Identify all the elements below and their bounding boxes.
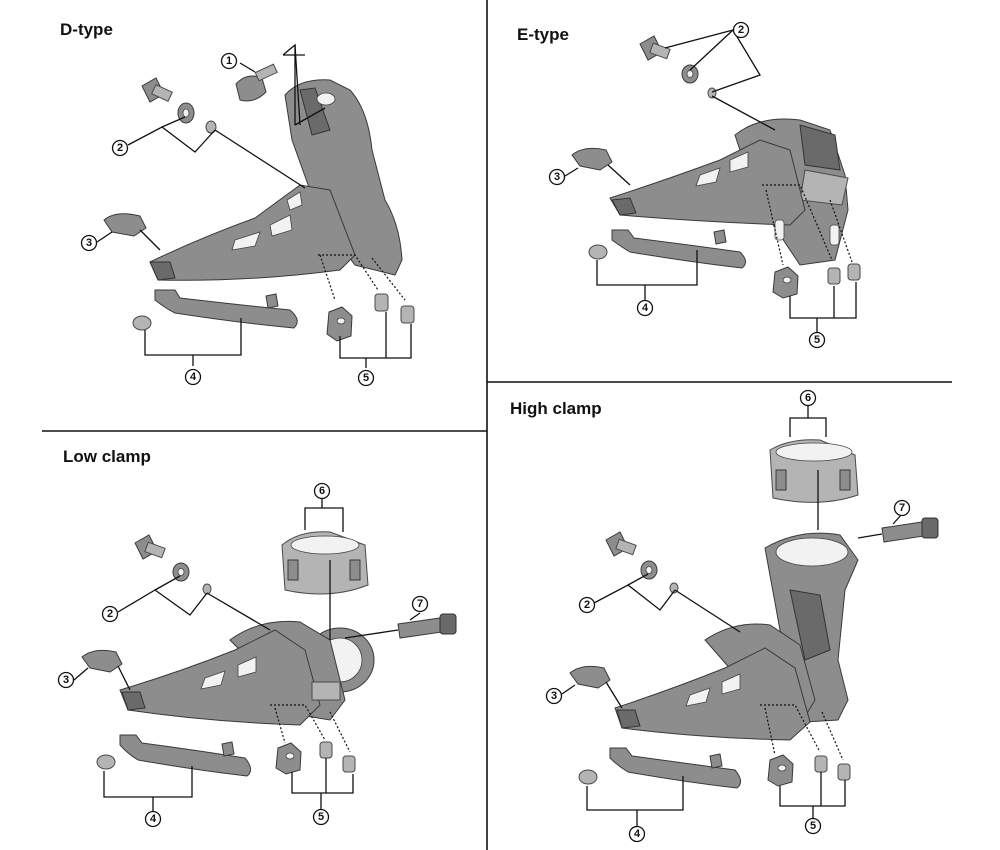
svg-text:6: 6	[805, 392, 811, 404]
panel-low-clamp: Low clamp	[57, 447, 457, 828]
cable-pin-part	[569, 665, 611, 689]
callout-3: 3	[548, 168, 566, 186]
clamp-bolt-part	[881, 517, 939, 543]
adjust-parts-set	[767, 754, 851, 787]
callout-2: 2	[101, 605, 119, 623]
svg-text:4: 4	[634, 828, 641, 840]
adjust-parts-set	[772, 263, 861, 299]
callout-2: 2	[732, 21, 750, 39]
bolt-washer-set	[134, 534, 212, 595]
callout-5: 5	[312, 808, 330, 826]
derailleur-body	[609, 118, 849, 266]
cage-plate-part	[132, 289, 298, 331]
svg-text:5: 5	[810, 820, 816, 832]
svg-text:3: 3	[551, 690, 557, 702]
callout-6: 6	[313, 482, 331, 500]
panel-title-high-clamp: High clamp	[510, 399, 602, 418]
bolt-washer-set	[141, 77, 217, 134]
derailleur-body	[119, 620, 375, 726]
cage-plate-part	[96, 734, 251, 777]
callout-4: 4	[628, 825, 646, 843]
svg-text:2: 2	[117, 142, 123, 154]
callout-5: 5	[808, 331, 826, 349]
clamp-band-part	[769, 439, 859, 503]
clamp-bolt-part	[397, 613, 457, 639]
callout-5: 5	[804, 817, 822, 835]
svg-text:3: 3	[86, 237, 92, 249]
svg-text:4: 4	[190, 371, 197, 383]
callout-3: 3	[57, 671, 75, 689]
svg-text:4: 4	[642, 302, 649, 314]
callout-7: 7	[411, 595, 429, 613]
svg-text:3: 3	[554, 171, 560, 183]
svg-text:7: 7	[899, 502, 905, 514]
svg-text:2: 2	[107, 608, 113, 620]
callout-3: 3	[80, 234, 98, 252]
cable-pin-part	[571, 147, 613, 171]
bolt-part	[235, 63, 278, 102]
panel-title-low-clamp: Low clamp	[63, 447, 151, 466]
callout-3: 3	[545, 687, 563, 705]
svg-text:2: 2	[584, 599, 590, 611]
cage-plate-part	[578, 747, 741, 789]
cable-pin-part	[81, 649, 123, 673]
cage-plate-part	[588, 229, 746, 269]
bolt-washer-set	[639, 35, 717, 99]
leader-lines-high-clamp	[561, 406, 903, 826]
svg-text:3: 3	[63, 674, 69, 686]
callout-5: 5	[357, 369, 375, 387]
svg-text:5: 5	[814, 334, 820, 346]
leader-lines-d-type	[96, 43, 412, 368]
cable-pin-part	[103, 213, 147, 237]
svg-text:5: 5	[363, 372, 369, 384]
adjust-parts-set	[275, 741, 356, 775]
svg-text:6: 6	[319, 485, 325, 497]
bolt-washer-set	[605, 531, 679, 594]
svg-text:7: 7	[417, 598, 423, 610]
svg-text:5: 5	[318, 811, 324, 823]
panel-e-type: E-type	[517, 21, 861, 349]
leader-lines-e-type	[564, 29, 857, 332]
callout-6: 6	[799, 389, 817, 407]
leader-lines-low-clamp	[73, 499, 421, 811]
svg-text:2: 2	[738, 24, 744, 36]
derailleur-body	[149, 79, 403, 281]
svg-text:4: 4	[150, 813, 157, 825]
callout-4: 4	[144, 810, 162, 828]
callout-2: 2	[111, 139, 129, 157]
callout-2: 2	[578, 596, 596, 614]
panel-title-d-type: D-type	[60, 20, 113, 39]
panel-title-e-type: E-type	[517, 25, 569, 44]
clamp-band-part	[281, 531, 369, 595]
svg-text:1: 1	[226, 55, 232, 67]
callout-4: 4	[636, 299, 654, 317]
derailleur-body	[614, 532, 859, 741]
panel-high-clamp: High clamp	[510, 389, 939, 843]
callout-7: 7	[893, 499, 911, 517]
panel-d-type: D-type	[60, 20, 415, 387]
adjust-parts-set	[326, 293, 415, 342]
callout-4: 4	[184, 368, 202, 386]
callout-1: 1	[220, 52, 238, 70]
